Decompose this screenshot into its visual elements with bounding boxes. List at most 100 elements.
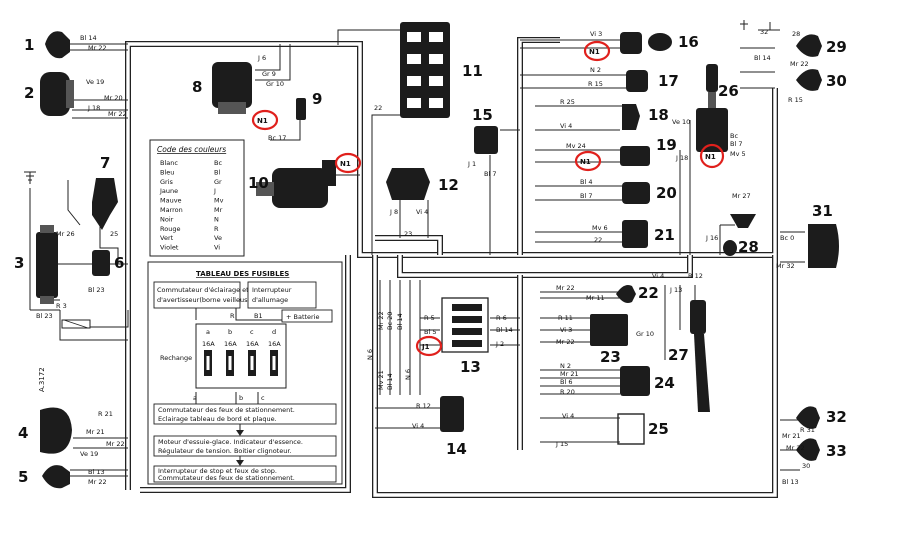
fuse-note-a-line1: Commutateur des feux de stationnement. xyxy=(158,406,295,414)
wire-label: N 6 xyxy=(404,369,412,380)
wire-label: Bl 14 xyxy=(80,34,97,42)
component-33: 33 xyxy=(796,438,847,461)
wire-labels: Bl 14 Mr 22 Ve 19 Mr 20 J 18 Mr 22 Mr 26… xyxy=(36,28,815,486)
component-number: 28 xyxy=(738,238,759,256)
component-number: 3 xyxy=(14,254,24,272)
fuse-note-c-line2: Commutateur des feux de stationnement. xyxy=(158,474,295,482)
component-3: 3 xyxy=(14,225,58,304)
fuse-note-a-line2: Eclairage tableau de bord et plaque. xyxy=(158,415,277,423)
wire-label: Mr 22 xyxy=(786,444,805,452)
color-code: Bc xyxy=(214,159,222,167)
component-number: 33 xyxy=(826,442,847,460)
component-number: 14 xyxy=(446,440,467,458)
component-number: 13 xyxy=(460,358,481,376)
wire-label: Vi 4 xyxy=(652,272,664,280)
fuse-note-b-line1: Moteur d'essuie-glace. Indicateur d'esse… xyxy=(158,438,303,446)
wire-label: Bl 14 xyxy=(396,313,404,330)
wire-label: R 5 xyxy=(424,314,435,322)
component-number: 21 xyxy=(654,226,675,244)
wire-label: Bl 6 xyxy=(560,378,572,386)
color-name: Violet xyxy=(160,244,179,252)
component-5: 5 xyxy=(18,465,70,489)
wire-label: Mr 22 xyxy=(88,44,107,52)
color-code: N xyxy=(214,215,219,223)
wire-label: R 21 xyxy=(98,410,113,418)
wire-label: J 13 xyxy=(669,286,682,294)
highlight-label: J1 xyxy=(421,343,430,351)
component-number: 25 xyxy=(648,420,669,438)
component-number: 12 xyxy=(438,176,459,194)
component-number: 20 xyxy=(656,184,677,202)
wire-label: R 11 xyxy=(558,314,573,322)
color-name: Marron xyxy=(160,206,183,214)
component-number: 30 xyxy=(826,72,847,90)
color-name: Bleu xyxy=(160,168,174,176)
color-name: Noir xyxy=(160,215,174,223)
wire-label: Gr 10 xyxy=(266,80,284,88)
component-19: 19 xyxy=(620,136,677,166)
wire-label: Mr 22 xyxy=(88,478,107,486)
component-24: 24 xyxy=(620,366,675,396)
wire-label: Vi 4 xyxy=(560,122,572,130)
wire-label: 32 xyxy=(760,28,768,36)
component-number: 11 xyxy=(462,62,483,80)
wire-label: R 25 xyxy=(560,98,575,106)
component-14: 14 xyxy=(440,396,467,458)
wire-label: Vi 4 xyxy=(562,412,574,420)
component-22: 22 xyxy=(616,284,659,303)
wire-label: Mr 22 xyxy=(556,284,575,292)
color-name: Blanc xyxy=(160,159,178,167)
wire-label: R 12 xyxy=(416,402,431,410)
wire-label: 22 xyxy=(374,104,382,112)
wire-label: J 18 xyxy=(87,104,100,112)
component-12: 12 xyxy=(386,168,459,200)
fuse-note-c-line1: Interrupteur de stop et feux de stop. xyxy=(158,467,277,475)
wire-label: Mv 21 xyxy=(377,370,385,390)
wire-label: R 31 xyxy=(800,426,815,434)
color-name: Rouge xyxy=(160,225,180,233)
wire-label: Mr 21 xyxy=(782,432,801,440)
wire-label: Mr 21 xyxy=(560,370,579,378)
highlight-label: N1 xyxy=(257,117,268,125)
component-number: 1 xyxy=(24,36,34,54)
component-9: 9 xyxy=(296,90,322,120)
component-31: 31 xyxy=(808,202,839,268)
wire-label: J 6 xyxy=(257,54,266,62)
wire-label: Vi 4 xyxy=(412,422,424,430)
wire-label: 28 xyxy=(792,30,800,38)
wire-label: Bc 17 xyxy=(268,134,286,142)
component-number: 29 xyxy=(826,38,847,56)
wire-label: 22 xyxy=(594,236,602,244)
color-name: Gris xyxy=(160,178,174,186)
component-16: 16 xyxy=(620,32,699,54)
highlight-n1-near-26: J1 N1 xyxy=(699,143,725,169)
fuse-bottom-letter: c xyxy=(261,394,265,402)
fuse-box-right-line2: d'allumage xyxy=(252,296,288,304)
wire-label: R 3 xyxy=(56,302,67,310)
fuse-table: TABLEAU DES FUSIBLES Commutateur d'éclai… xyxy=(147,261,343,485)
fuse-letter: a xyxy=(206,328,210,336)
wire-label: Mr 22 xyxy=(556,338,575,346)
wire-label: Vi 3 xyxy=(560,326,572,334)
wire-label: Mr 26 xyxy=(56,230,75,238)
component-15: 15 xyxy=(472,106,498,154)
highlight-label: N1 xyxy=(589,48,600,56)
component-6: 6 xyxy=(92,250,124,276)
fuse-box-right-line1: Interrupteur xyxy=(252,286,292,294)
component-13: 13 xyxy=(441,297,489,376)
component-number: 17 xyxy=(658,72,679,90)
component-number: 4 xyxy=(18,424,28,442)
wire-label: Mr 11 xyxy=(586,294,605,302)
wire-label: 23 xyxy=(404,230,412,238)
fuse-rating: 16A xyxy=(268,340,281,348)
wire-label: Bc xyxy=(730,132,738,140)
wire-label: R 15 xyxy=(788,96,803,104)
component-number: 22 xyxy=(638,284,659,302)
color-code: Mv xyxy=(214,197,224,205)
wire-label: Mv 5 xyxy=(730,150,746,158)
wire-label: R 20 xyxy=(560,388,575,396)
fuse-window xyxy=(206,356,210,370)
wire-label: Ve 19 xyxy=(80,450,98,458)
